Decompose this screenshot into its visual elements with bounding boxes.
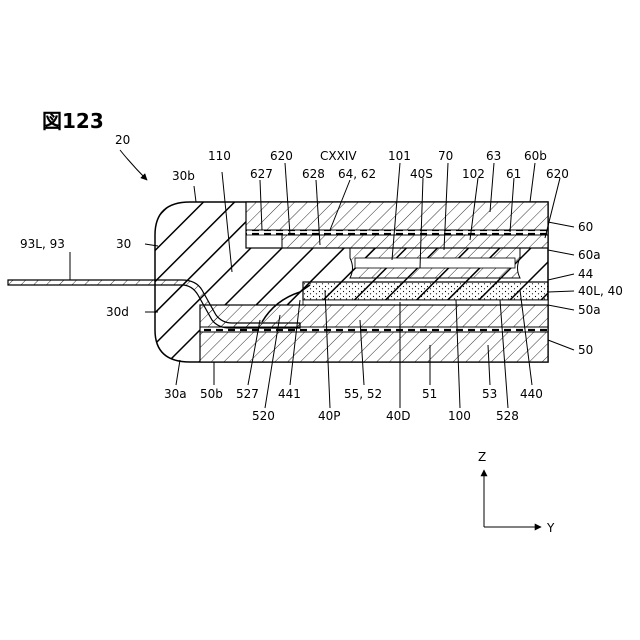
label-61: 61	[506, 167, 521, 181]
label-110: 110	[208, 149, 231, 163]
lower-metal-53	[200, 332, 548, 362]
label-30: 30	[116, 237, 131, 251]
label-40D: 40D	[386, 409, 411, 423]
ref-20-label: 20	[115, 133, 130, 147]
label-63: 63	[486, 149, 501, 163]
label-60: 60	[578, 220, 593, 234]
label-50b: 50b	[200, 387, 223, 401]
y-axis-label: Y	[546, 521, 555, 535]
section-mark: CXXIV	[320, 149, 357, 163]
label-520: 520	[252, 409, 275, 423]
label-40S: 40S	[410, 167, 433, 181]
label-102: 102	[462, 167, 485, 181]
label-628: 628	[302, 167, 325, 181]
axis-indicator: Z Y	[478, 450, 555, 535]
label-101: 101	[388, 149, 411, 163]
label-44: 44	[578, 267, 593, 281]
label-620-left: 620	[270, 149, 293, 163]
label-30b: 30b	[172, 169, 195, 183]
label-70: 70	[438, 149, 453, 163]
upper-metal-63	[246, 202, 548, 230]
label-60b: 60b	[524, 149, 547, 163]
solder-101	[355, 258, 515, 268]
label-93L-93: 93L, 93	[20, 237, 65, 251]
label-50a: 50a	[578, 303, 601, 317]
z-axis-label: Z	[478, 450, 486, 464]
label-30d: 30d	[106, 305, 129, 319]
label-51: 51	[422, 387, 437, 401]
figure-title: 図123	[42, 109, 104, 133]
label-30a: 30a	[164, 387, 187, 401]
label-620-right: 620	[546, 167, 569, 181]
label-627: 627	[250, 167, 273, 181]
label-440: 440	[520, 387, 543, 401]
label-50: 50	[578, 343, 593, 357]
label-441: 441	[278, 387, 301, 401]
label-527: 527	[236, 387, 259, 401]
upper-pattern-62	[282, 235, 548, 248]
semiconductor-chip-40	[303, 282, 548, 300]
label-40P: 40P	[318, 409, 341, 423]
drain-electrode-40D	[303, 300, 548, 305]
label-55-52: 55, 52	[344, 387, 382, 401]
ref-20-arrow	[120, 150, 147, 180]
label-100: 100	[448, 409, 471, 423]
label-40L-40: 40L, 40	[578, 284, 623, 298]
label-60a: 60a	[578, 248, 601, 262]
label-64-62: 64, 62	[338, 167, 376, 181]
insulator-61	[246, 230, 548, 235]
label-53: 53	[482, 387, 497, 401]
label-528: 528	[496, 409, 519, 423]
